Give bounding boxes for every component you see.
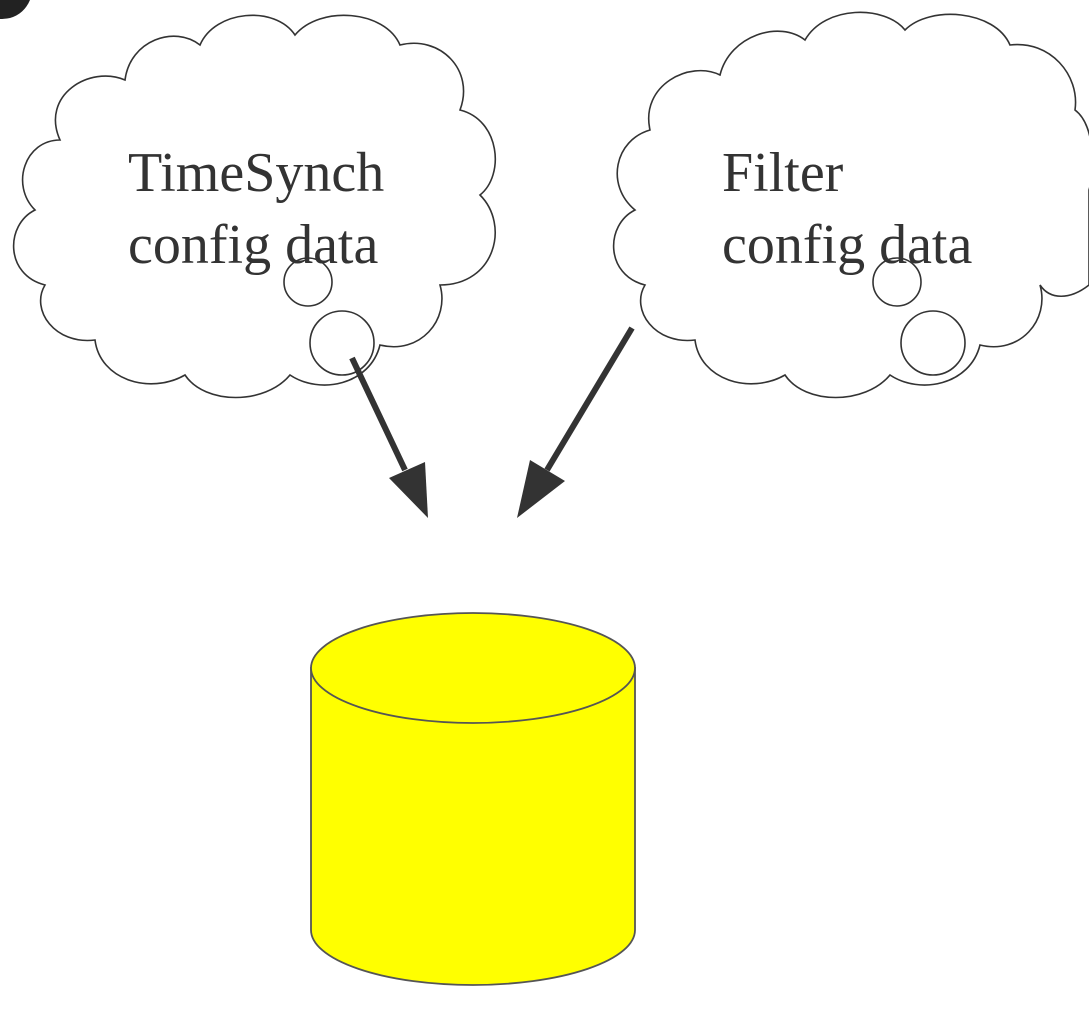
database-cylinder — [310, 612, 636, 986]
cropped-corner-shape — [0, 0, 30, 19]
timesynch-cloud-outline — [12, 14, 497, 399]
filter-thought-bubble-small — [872, 257, 922, 307]
arrow-filter-to-database — [517, 326, 635, 518]
timesynch-config-cloud: TimeSynch config data — [12, 14, 497, 399]
filter-thought-bubble-large — [900, 310, 966, 376]
database-cylinder-top — [310, 612, 636, 724]
timesynch-cloud-line-1: TimeSynch — [128, 142, 384, 204]
filter-cloud-line-1: Filter — [722, 142, 844, 204]
timesynch-cloud-line-2: config data — [128, 214, 378, 276]
timesynch-thought-bubble-small — [283, 257, 333, 307]
database-cylinder-body — [310, 667, 636, 986]
filter-config-cloud: Filter config data — [612, 11, 1089, 399]
arrow-shaft — [544, 326, 635, 472]
arrow-timesynch-to-database — [349, 356, 428, 518]
arrow-shaft — [349, 356, 408, 472]
arrow-head — [389, 462, 428, 518]
filter-cloud-line-2: config data — [722, 214, 972, 276]
timesynch-thought-bubble-large — [309, 310, 375, 376]
arrow-head — [517, 460, 565, 518]
filter-cloud-outline — [612, 11, 1089, 399]
